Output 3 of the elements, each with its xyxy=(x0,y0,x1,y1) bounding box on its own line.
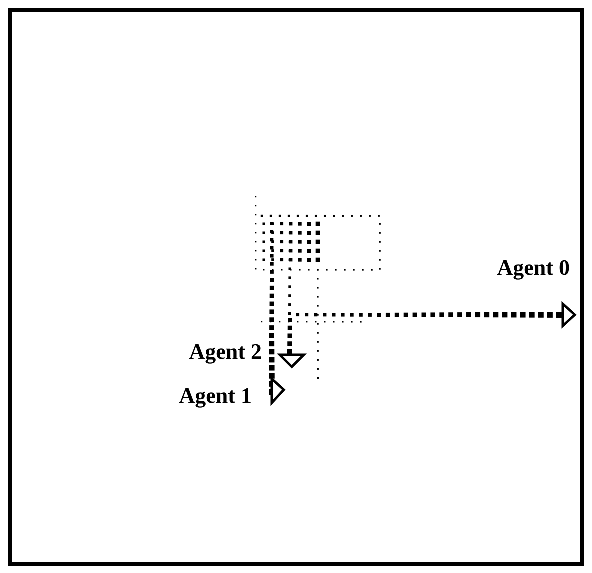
agent-label: Agent 2 xyxy=(189,340,262,364)
agent-label: Agent 1 xyxy=(179,384,252,408)
agent-label: Agent 0 xyxy=(497,256,570,280)
